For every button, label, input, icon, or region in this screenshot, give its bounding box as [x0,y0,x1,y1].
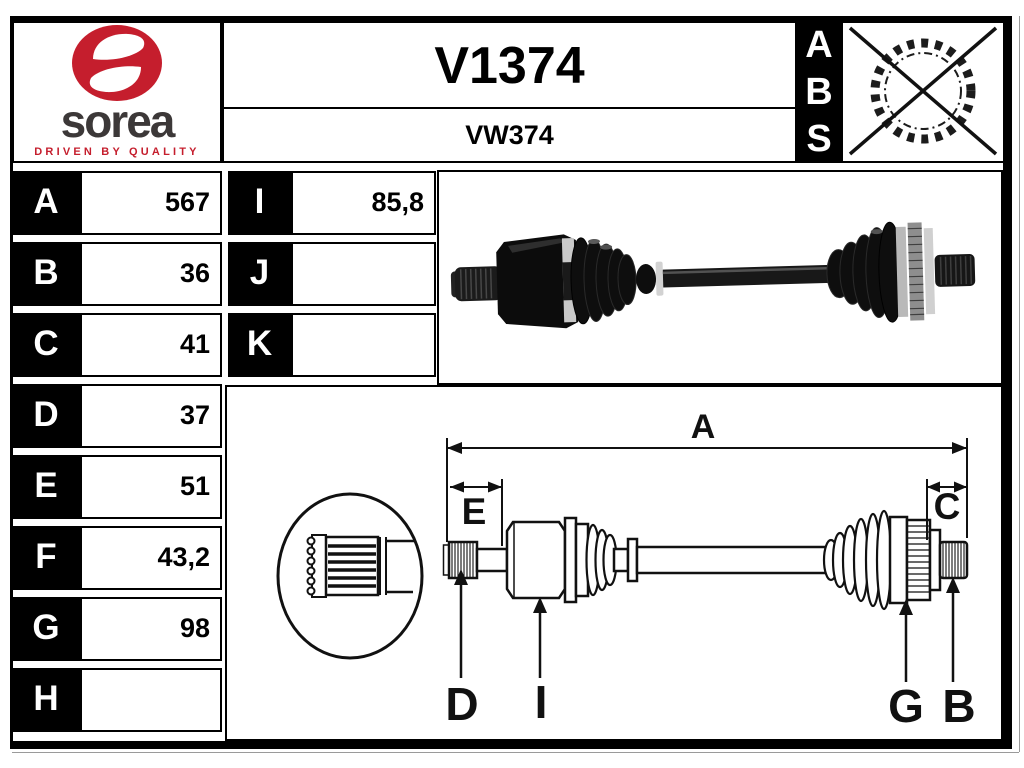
drawing-label-g: G [888,680,924,732]
dim-label-B: B [12,242,80,306]
abs-strip: A B S [797,21,841,163]
abs-letter-b: B [805,70,833,113]
dim-value-A: 567 [80,171,222,235]
abs-ring-box [841,21,1005,163]
drawing-label-e: E [462,491,487,532]
dim-label-C: C [12,313,80,377]
dim-label-F: F [12,526,80,590]
dim-value-E: 51 [80,455,222,519]
product-photo-panel [437,170,1003,385]
dim-label-E: E [12,455,80,519]
scan-edge-bottom [12,752,1019,753]
drawing-label-a: A [691,408,716,446]
dim-label-H: H [12,668,80,732]
dim-value-D: 37 [80,384,222,448]
leader-arrows [454,569,960,682]
brand-wordmark: sorea [61,95,176,147]
abs-ring-crossed-icon [848,26,998,156]
scan-edge-right [1019,16,1020,752]
frame-bottom [12,741,1012,749]
dim-value-H [80,668,222,732]
product-photo [450,221,976,329]
sorea-logo-icon: sorea DRIVEN BY QUALITY [34,25,199,158]
dim-label-G: G [12,597,80,661]
drawing-label-d: D [445,678,478,730]
frame-left [10,16,13,749]
dim-value-G: 98 [80,597,222,661]
abs-letter-s: S [806,118,832,161]
oe-reference: VW374 [465,120,554,150]
dim-label-K: K [228,313,291,377]
dim-value-I: 85,8 [291,171,436,235]
dim-label-D: D [12,384,80,448]
dim-value-C: 41 [80,313,222,377]
brand-tagline: DRIVEN BY QUALITY [34,146,199,158]
part-number: V1374 [224,23,795,109]
dim-label-I: I [228,171,291,235]
frame-right [1003,16,1012,749]
dim-value-B: 36 [80,242,222,306]
frame-top [10,16,1012,22]
dim-value-J [291,242,436,306]
dim-label-J: J [228,242,291,306]
spline-detail-magnifier [276,492,424,660]
abs-letter-a: A [805,23,833,66]
technical-drawing-panel: A E C D I G B [225,385,1003,741]
logo-box: sorea DRIVEN BY QUALITY [12,21,222,163]
drawing-label-c: C [934,486,961,527]
axle-drawing [442,509,969,611]
drawing-label-b: B [942,680,975,732]
dim-value-F: 43,2 [80,526,222,590]
dimension-arrowheads [447,442,967,493]
drawing-label-i: I [535,676,548,728]
dim-value-K [291,313,436,377]
title-box: V1374 VW374 [222,21,797,163]
dim-label-A: A [12,171,80,235]
technical-drawing: A E C D I G B [276,408,976,732]
